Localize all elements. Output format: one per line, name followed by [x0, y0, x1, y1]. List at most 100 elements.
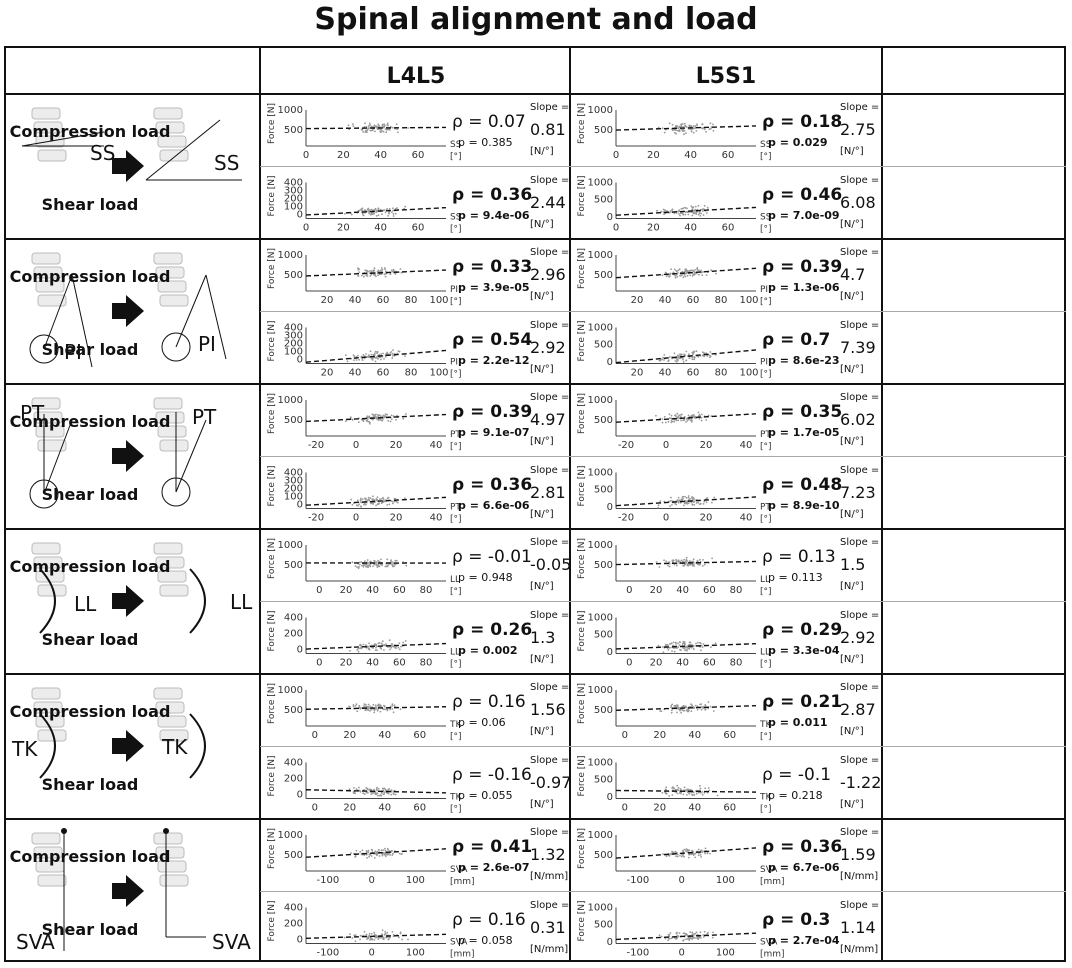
y-tick-label: 400: [284, 468, 303, 479]
x-tick-label: 40: [676, 658, 689, 669]
data-point: [676, 360, 678, 363]
data-point: [702, 936, 705, 938]
slope-label: Slope =: [530, 754, 570, 766]
data-point: [665, 421, 667, 424]
data-point: [659, 500, 662, 503]
data-point: [683, 855, 685, 858]
y-tick-label: 200: [284, 484, 303, 495]
data-point: [700, 419, 703, 422]
data-point: [386, 122, 389, 125]
regression-line: [305, 206, 447, 216]
data-point: [673, 128, 676, 131]
data-point: [399, 268, 402, 270]
data-point: [699, 789, 701, 792]
load-label-shear: Shear load: [41, 919, 139, 939]
data-point: [391, 704, 394, 707]
data-point: [701, 413, 703, 416]
data-point: [367, 703, 370, 706]
y-axis-label: Force [N]: [577, 248, 587, 289]
data-point: [359, 647, 361, 650]
vertebra-shape: [33, 266, 63, 279]
arrow-icon: [112, 875, 144, 907]
x-axis-unit: [°]: [450, 370, 462, 380]
data-point: [400, 271, 403, 274]
data-point: [352, 705, 355, 708]
data-point: [392, 561, 394, 563]
data-point: [685, 497, 688, 499]
data-point: [392, 213, 395, 215]
x-tick-label: 0: [303, 150, 309, 161]
data-point: [666, 647, 669, 650]
data-point: [388, 212, 390, 215]
data-point: [371, 213, 374, 216]
data-point: [365, 129, 368, 132]
data-point: [391, 352, 394, 355]
y-axis-label: Force [N]: [577, 393, 587, 434]
data-point: [715, 272, 717, 275]
regression-line: [615, 705, 757, 711]
y-tick-label: 400: [284, 903, 303, 914]
data-point: [712, 123, 714, 126]
vertebra-shape: [153, 107, 183, 120]
data-point: [369, 350, 372, 353]
regression-line: [305, 848, 447, 858]
x-tick-label: 80: [420, 658, 433, 669]
data-point: [676, 417, 679, 419]
data-point: [693, 500, 696, 503]
data-point: [392, 852, 394, 855]
slope-unit: [N/°]: [840, 291, 864, 302]
data-point: [404, 355, 406, 357]
data-point: [693, 932, 696, 935]
y-tick-label: 400: [284, 323, 303, 334]
data-point: [678, 932, 681, 934]
data-point: [691, 503, 694, 506]
data-point: [657, 126, 660, 129]
data-point: [667, 939, 669, 942]
data-point: [351, 937, 354, 939]
y-tick-label: 0: [297, 500, 303, 511]
illustration-label: PI: [64, 340, 82, 364]
data-point: [394, 207, 397, 210]
data-point: [368, 855, 370, 858]
y-tick-label: 1000: [588, 903, 613, 914]
rho-value: ρ = 0.39: [452, 402, 533, 422]
x-axis-parameter: PT: [760, 430, 771, 440]
data-point: [373, 709, 376, 712]
x-tick-label: 60: [722, 150, 735, 161]
data-point: [367, 126, 370, 128]
data-point: [692, 936, 695, 939]
data-point: [681, 123, 684, 125]
vertebra-shape: [155, 556, 185, 569]
rho-value: ρ = 0.29: [762, 619, 843, 640]
data-point: [657, 506, 660, 509]
data-point: [696, 709, 699, 711]
data-point: [668, 413, 671, 416]
data-point: [360, 499, 362, 501]
data-point: [360, 644, 363, 647]
regression-line: [305, 269, 447, 277]
data-point: [694, 269, 696, 271]
data-point: [381, 564, 384, 566]
x-tick-label: 100: [429, 368, 448, 379]
data-point: [390, 790, 393, 793]
data-point: [362, 792, 365, 795]
slope-unit: [N/°]: [530, 726, 554, 737]
data-point: [702, 208, 704, 211]
data-point: [393, 500, 396, 503]
data-point: [686, 648, 688, 650]
data-point: [354, 705, 357, 707]
y-tick-label: 100: [284, 202, 303, 213]
data-point: [683, 939, 685, 941]
data-point: [366, 938, 368, 940]
data-point: [695, 502, 698, 504]
slope-unit: [N/°]: [530, 218, 554, 230]
data-point: [714, 354, 717, 356]
data-point: [387, 419, 390, 422]
data-point: [375, 563, 378, 566]
x-tick-label: 100: [406, 875, 425, 886]
data-point: [669, 932, 672, 934]
slope-value: 7.39: [840, 337, 876, 357]
